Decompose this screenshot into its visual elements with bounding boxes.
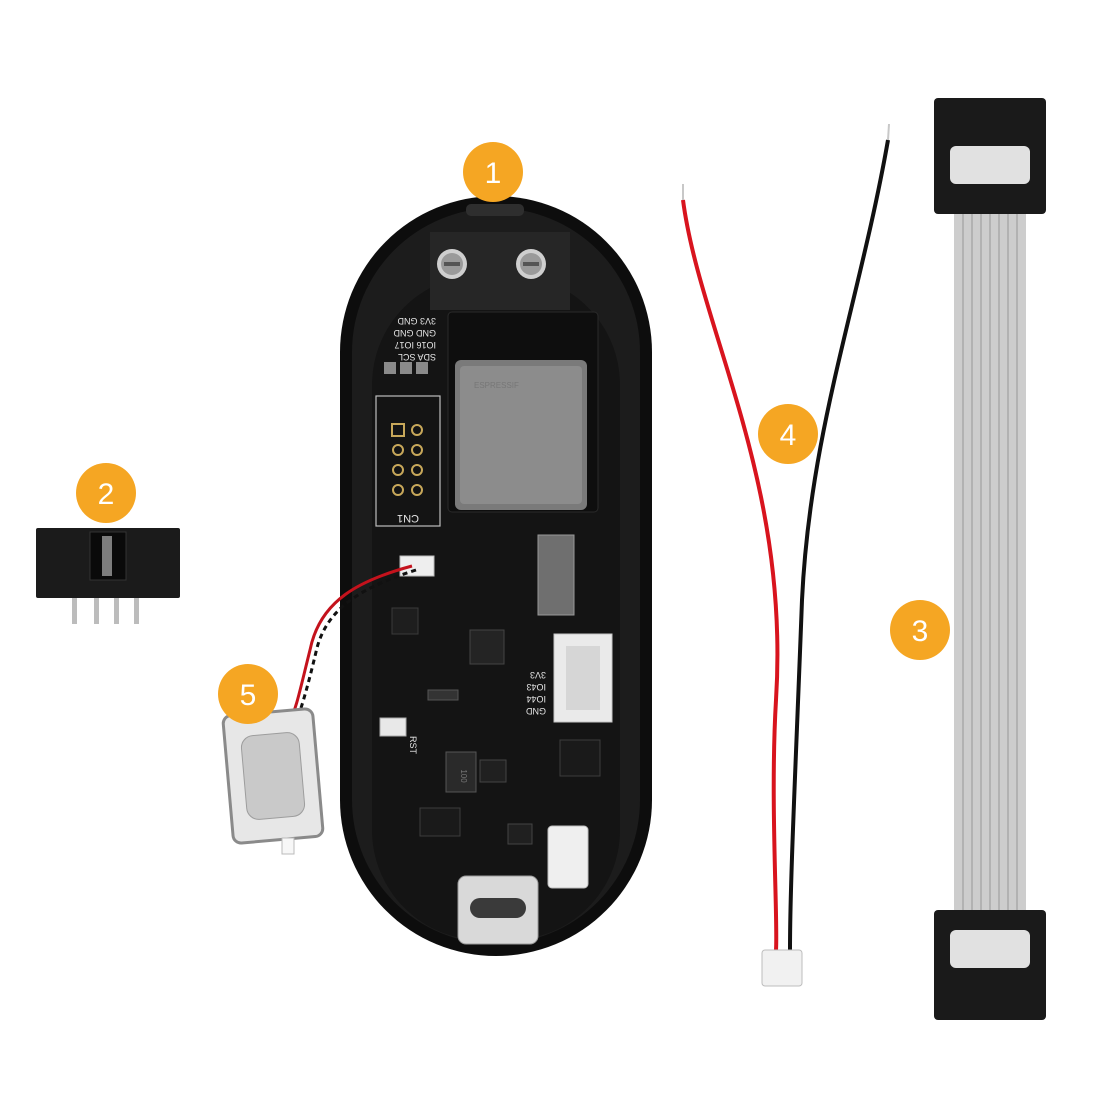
speaker (221, 707, 325, 855)
header-labels: SDA SCL IO16 IO17 GND GND 3V3 GND (393, 316, 436, 362)
ribbon-cable (934, 98, 1046, 1020)
label-io44: IO44 (526, 694, 546, 704)
cn1-connector: CN1 (375, 395, 441, 527)
ribbon-connector-bottom-pins (950, 930, 1030, 968)
screw-right-icon (516, 249, 546, 279)
screw-left-icon (437, 249, 467, 279)
callout-badge-5: 5 (218, 664, 278, 724)
battery-connector (547, 825, 589, 889)
black-wire-tip (887, 123, 890, 141)
speaker-socket (399, 555, 435, 577)
label-io43: IO43 (526, 682, 546, 692)
io-labels: GND IO44 IO43 3V3 (526, 670, 547, 716)
speaker-tab (281, 837, 295, 855)
label-io16-io17: IO16 IO17 (394, 340, 436, 350)
speaker-wire-red (288, 564, 413, 721)
callout-label-5: 5 (240, 679, 257, 712)
side-connector-inner (566, 646, 600, 710)
callout-badge-4: 4 (758, 404, 818, 464)
ribbon-stripes (962, 210, 1018, 918)
callout-badge-1: 1 (463, 142, 523, 202)
callout-label-1: 1 (485, 157, 502, 190)
label-cn1: CN1 (397, 512, 419, 524)
header-latch (102, 536, 112, 576)
main-device: SDA SCL IO16 IO17 GND GND 3V3 GND ESPRES… (288, 196, 652, 956)
callout-label-2: 2 (98, 478, 115, 511)
label-gnd-gnd: GND GND (393, 328, 436, 338)
pin-header (36, 528, 180, 624)
esp32-shield (460, 366, 582, 504)
top-slot (466, 204, 524, 216)
label-3v3: 3V3 (530, 670, 546, 680)
board-components: 100 (379, 534, 601, 845)
wire-connector (761, 949, 803, 987)
red-wire (681, 199, 780, 951)
callout-badge-3: 3 (890, 600, 950, 660)
label-rst: RST (408, 736, 418, 755)
header-pins (72, 598, 139, 624)
black-wire (788, 139, 890, 951)
inductor-marking: 100 (459, 769, 468, 783)
callout-badge-2: 2 (76, 463, 136, 523)
ribbon-connector-top-pins (950, 146, 1030, 184)
speaker-cone (240, 732, 306, 820)
speaker-wire-black (294, 568, 417, 723)
label-gnd: GND (526, 706, 547, 716)
label-sda-scl: SDA SCL (398, 352, 436, 362)
module-marking: ESPRESSIF (474, 381, 519, 390)
wire-cable (681, 123, 890, 987)
header-pads (384, 362, 428, 374)
label-3v3-gnd: 3V3 GND (397, 316, 436, 326)
usb-c-opening (470, 898, 526, 918)
callout-label-4: 4 (780, 419, 797, 452)
callout-label-3: 3 (912, 615, 929, 648)
